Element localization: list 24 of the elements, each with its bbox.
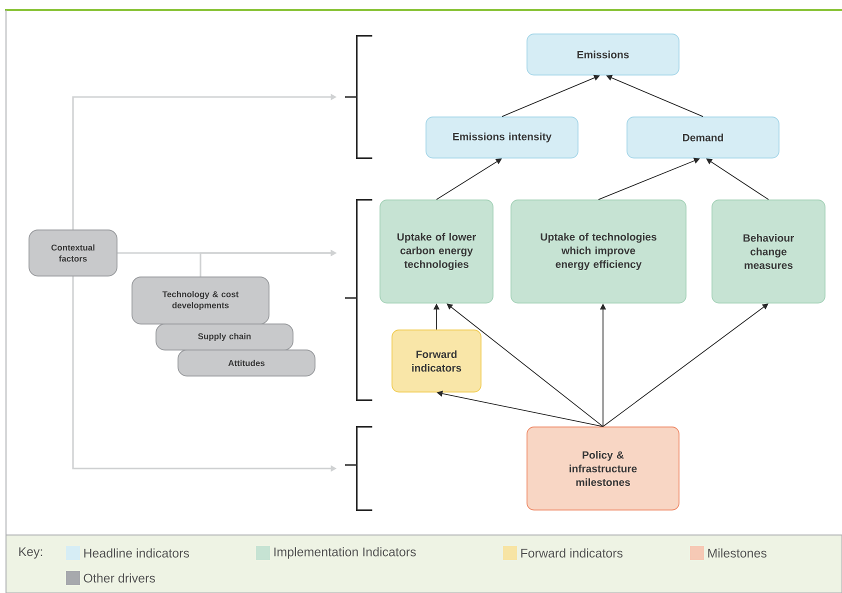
legend-label: Milestones <box>708 548 766 558</box>
driver-box: Attitudes <box>178 350 316 376</box>
legend-label: Other drivers <box>84 573 155 583</box>
bracket <box>344 35 373 159</box>
indicator-box: Demand <box>626 116 780 158</box>
indicator-box: Uptake of technologies which improve energy efficiency <box>510 200 686 304</box>
indicator-box: Emissions intensity <box>426 116 578 158</box>
driver-box: Supply chain <box>156 324 294 350</box>
arrow <box>606 74 704 117</box>
indicator-box: Uptake of lower carbon energy technologies <box>380 200 494 304</box>
indicator-box: Emissions <box>526 34 680 76</box>
legend-label: Implementation Indicators <box>274 547 416 559</box>
arrow <box>502 74 600 117</box>
indicator-box: Forward indicators <box>392 330 482 392</box>
bracket <box>344 199 373 401</box>
bracket <box>344 426 373 511</box>
driver-box: Contextual factors <box>28 230 118 276</box>
driver-box: Technology & cost developments <box>132 276 270 324</box>
legend-label: Headline indicators <box>84 548 190 558</box>
indicator-box: Behaviour change measures <box>712 200 826 304</box>
legend-label: Forward indicators <box>521 548 623 558</box>
legend-title: Key: <box>19 547 42 559</box>
milestone-box: Policy & infrastructure milestones <box>526 426 680 510</box>
arrow <box>598 158 700 200</box>
